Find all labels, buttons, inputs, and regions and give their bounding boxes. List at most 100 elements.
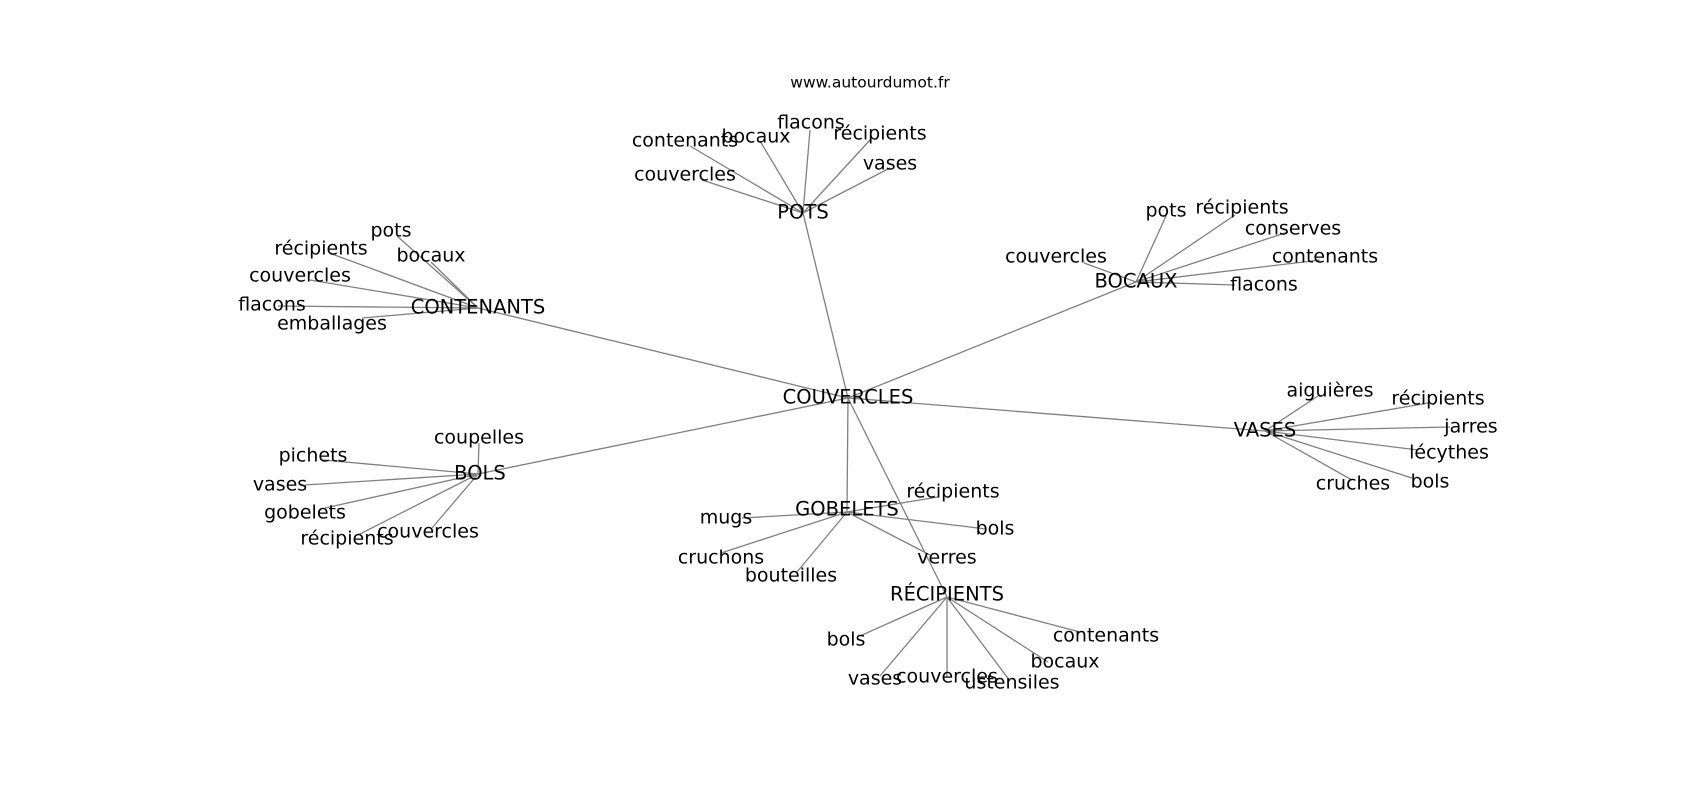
word-node-recipients-5: ustensiles [964,672,1059,694]
edge-contenants-3 [309,279,479,309]
hub-node-vases: VASES [1234,419,1297,442]
edge-pots-1 [759,140,804,214]
edge-recipients-3 [879,596,948,677]
edge-recipients-2 [946,596,1049,663]
word-node-pots-3: récipients [833,123,926,145]
word-node-bols-0: coupelles [434,427,524,449]
word-node-vases-4: cruches [1316,473,1390,495]
edge-gobelets-2 [846,511,987,530]
word-node-contenants-5: emballages [277,313,387,335]
word-node-gobelets-4: bouteilles [745,565,837,587]
word-node-bols-1: pichets [279,445,348,467]
edge-center-gobelets [846,397,849,513]
site-watermark: www.autourdumot.fr [790,74,950,92]
word-node-contenants-1: récipients [274,238,367,260]
edge-bols-0 [477,442,480,475]
edge-bols-1 [322,459,479,475]
word-node-pots-2: flacons [777,112,845,134]
word-node-recipients-3: vases [848,668,902,690]
edge-gobelets-4 [796,511,848,573]
word-node-pots-5: vases [863,153,917,175]
word-node-vases-2: jarres [1443,416,1497,438]
word-node-bocaux-0: pots [1145,200,1186,222]
word-node-vases-0: aiguières [1287,380,1374,402]
word-node-bocaux-1: récipients [1195,197,1288,219]
edge-gobelets-0 [846,496,939,513]
edge-vases-2 [1264,426,1451,432]
edge-gobelets-1 [741,511,848,519]
word-node-gobelets-2: bols [976,518,1015,540]
graph-edges [277,129,1451,682]
word-node-recipients-4: couvercles [896,666,998,688]
word-node-recipients-0: contenants [1053,625,1159,647]
word-node-bocaux-5: flacons [1230,274,1298,296]
edge-contenants-0 [396,235,479,309]
word-node-contenants-2: bocaux [396,245,465,267]
hub-node-bocaux: BOCAUX [1095,270,1178,293]
edge-recipients-5 [946,596,1011,682]
edge-bols-5 [431,473,479,529]
edge-bocaux-5 [1135,281,1236,286]
word-node-bols-2: vases [253,474,307,496]
edge-vases-1 [1264,402,1429,432]
edge-bocaux-3 [1083,262,1137,283]
word-node-contenants-0: pots [370,220,411,242]
edge-pots-4 [701,179,804,214]
edge-vases-5 [1264,430,1413,479]
edge-vases-0 [1264,395,1319,432]
edge-bols-4 [357,473,479,536]
word-node-gobelets-1: mugs [700,507,753,529]
hub-node-pots: POTS [777,201,828,224]
word-node-contenants-3: couvercles [249,265,351,287]
edge-bocaux-0 [1135,215,1167,283]
edge-bols-2 [304,473,479,486]
hub-node-recipients: RÉCIPIENTS [890,583,1004,606]
word-node-recipients-1: bols [827,629,866,651]
center-node-label: COUVERCLES [783,386,914,409]
edge-gobelets-5 [846,511,931,556]
word-node-bols-3: gobelets [264,502,346,524]
edge-center-bocaux [847,281,1137,399]
edge-bocaux-1 [1135,214,1236,283]
edge-pots-2 [802,129,811,214]
word-node-gobelets-0: récipients [906,481,999,503]
edge-pots-5 [802,167,891,214]
word-node-bols-4: récipients [300,528,393,550]
word-node-vases-3: lécythes [1409,442,1489,464]
word-node-gobelets-3: cruchons [678,547,764,569]
edge-center-vases [847,397,1266,432]
word-node-gobelets-5: verres [917,547,976,569]
edge-contenants-4 [277,305,479,309]
word-node-pots-4: couvercles [634,164,736,186]
edge-gobelets-3 [720,511,848,554]
edge-recipients-1 [859,596,948,637]
edge-center-contenants [477,307,849,399]
word-node-contenants-4: flacons [238,294,306,316]
edge-center-pots [802,212,849,399]
word-node-vases-5: bols [1411,471,1450,493]
edge-bocaux-4 [1135,259,1321,283]
hub-node-gobelets: GOBELETS [795,498,899,521]
hub-node-contenants: CONTENANTS [411,296,546,319]
hub-node-bols: BOLS [454,462,506,485]
edge-vases-3 [1264,430,1419,451]
word-node-recipients-2: bocaux [1030,651,1099,673]
edge-contenants-2 [430,261,479,309]
word-node-bols-5: couvercles [377,521,479,543]
word-node-vases-1: récipients [1391,388,1484,410]
edge-center-recipients [847,397,948,598]
word-node-bocaux-3: couvercles [1005,246,1107,268]
graph-labels: www.autourdumot.fr COUVERCLES POTS contena… [238,74,1498,694]
edge-contenants-1 [331,253,479,309]
edge-contenants-5 [361,307,479,319]
edge-bocaux-2 [1135,231,1289,283]
edge-bols-3 [324,473,479,509]
edge-pots-0 [689,145,804,214]
edge-recipients-0 [946,596,1081,633]
edge-vases-4 [1264,430,1353,481]
word-node-bocaux-4: contenants [1272,246,1378,268]
word-node-pots-1: bocaux [721,126,790,148]
word-node-pots-0: contenants [632,130,738,152]
word-node-bocaux-2: conserves [1245,218,1341,240]
